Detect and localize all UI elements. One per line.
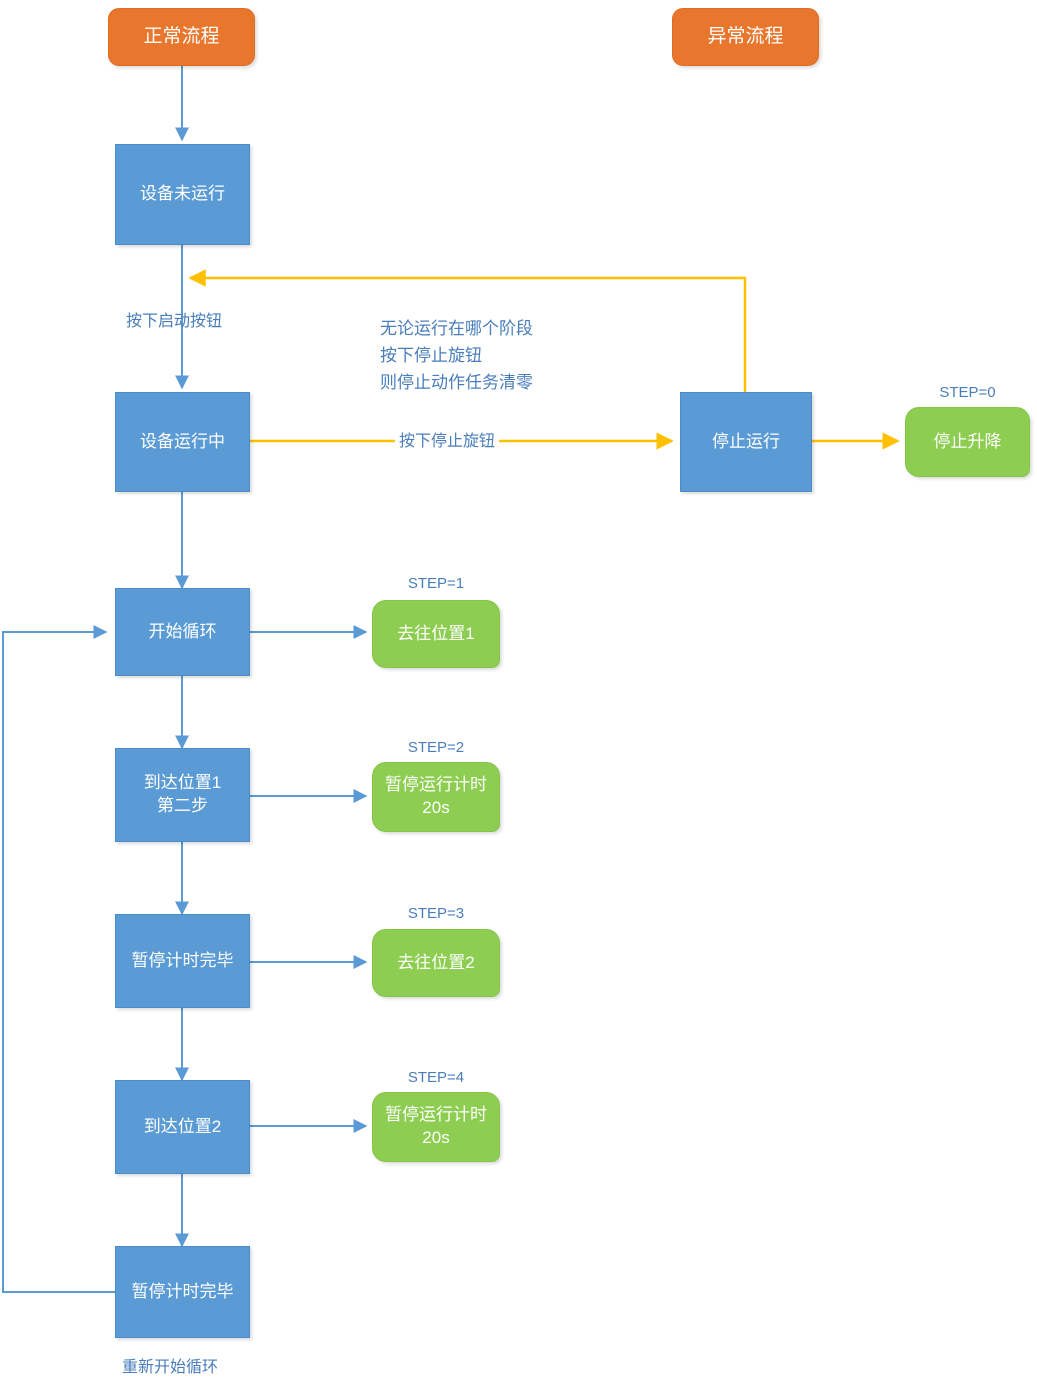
process-device-running[interactable]: 设备运行中: [115, 392, 250, 492]
edge-label-press-stop-knob: 按下停止旋钮: [395, 430, 500, 454]
process-reach-position-1[interactable]: 到达位置1 第二步: [115, 748, 250, 842]
action-pause-timer-1[interactable]: 暂停运行计时 20s: [372, 762, 500, 832]
note-stop-resets-task: 无论运行在哪个阶段 按下停止旋钮 则停止动作任务清零: [380, 319, 533, 393]
edge-label-press-start-button: 按下启动按钮: [126, 313, 223, 330]
action-pause-timer-2[interactable]: 暂停运行计时 20s: [372, 1092, 500, 1162]
action-stop-lift[interactable]: 停止升降: [905, 407, 1030, 477]
terminator-normal-flow[interactable]: 正常流程: [108, 8, 255, 66]
process-pause-done-2[interactable]: 暂停计时完毕: [115, 1246, 250, 1338]
process-reach-position-2[interactable]: 到达位置2: [115, 1080, 250, 1174]
action-goto-position-2[interactable]: 去往位置2: [372, 929, 500, 997]
action-goto-position-1[interactable]: 去往位置1: [372, 600, 500, 668]
edge-label-restart-cycle: 重新开始循环: [122, 1359, 219, 1376]
step-label-goto-position-2: STEP=3: [407, 905, 465, 922]
process-device-idle[interactable]: 设备未运行: [115, 144, 250, 245]
process-cycle-start[interactable]: 开始循环: [115, 588, 250, 676]
step-label-pause-timer-1: STEP=2: [407, 739, 465, 756]
step-label-pause-timer-2: STEP=4: [407, 1069, 465, 1086]
process-pause-done-1[interactable]: 暂停计时完毕: [115, 914, 250, 1008]
process-stop-running[interactable]: 停止运行: [680, 392, 812, 492]
terminator-abnormal-flow[interactable]: 异常流程: [672, 8, 819, 66]
step-label-goto-position-1: STEP=1: [407, 575, 465, 592]
edge-loop-restart: [2, 625, 115, 1293]
step-label-stop-lift: STEP=0: [939, 384, 996, 401]
